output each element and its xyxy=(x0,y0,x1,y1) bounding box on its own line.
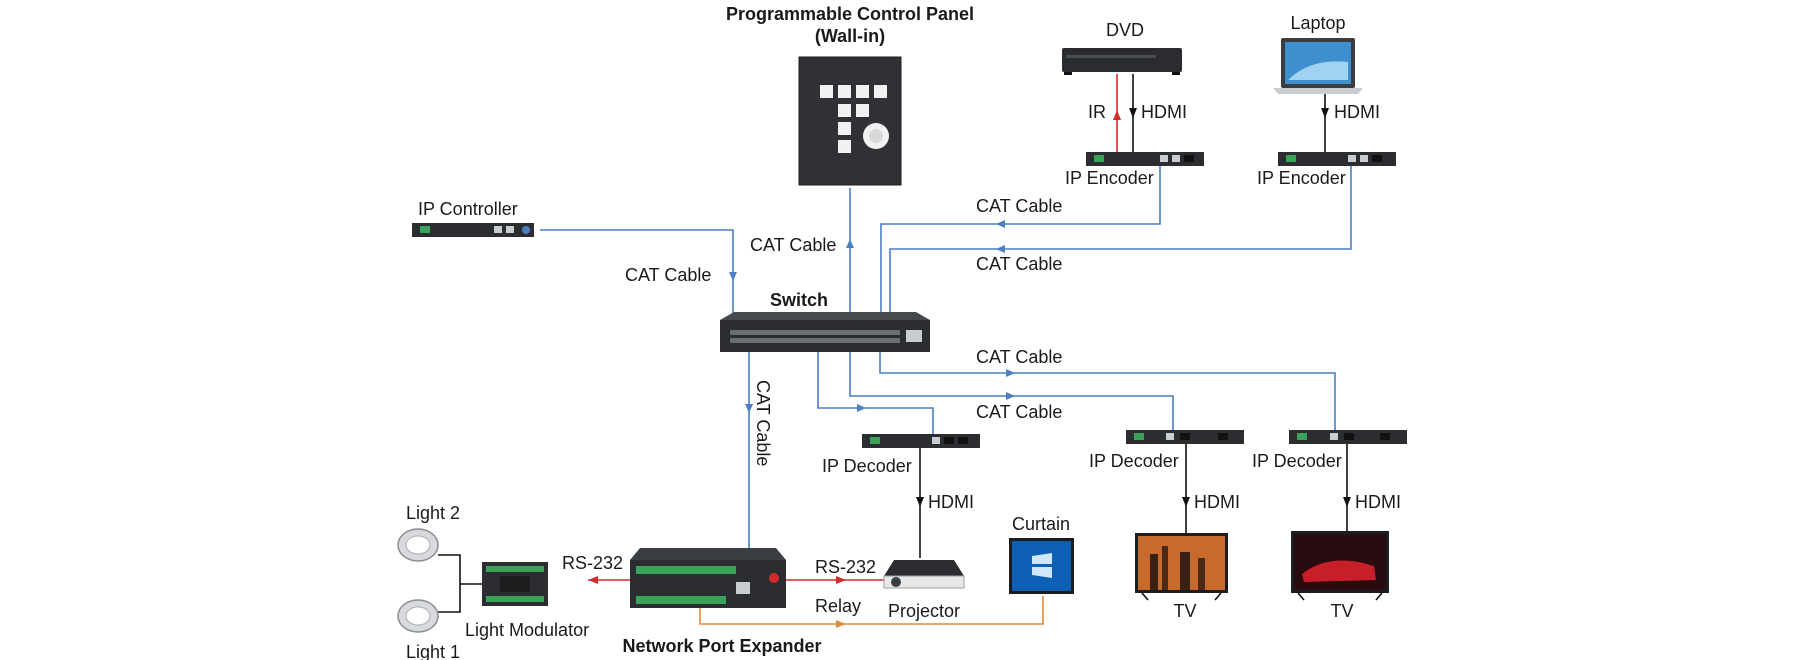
curtain-label: Curtain xyxy=(1012,514,1070,534)
panel-title-line2: (Wall-in) xyxy=(815,26,885,46)
ip-decoder-tv2 xyxy=(1289,430,1407,444)
tv1-label: TV xyxy=(1173,601,1196,621)
tv2-hdmi-label: HDMI xyxy=(1355,492,1401,512)
relay-label: Relay xyxy=(815,596,861,616)
cat-cable-label-4: CAT Cable xyxy=(976,254,1062,274)
cat-cable-label-3: CAT Cable xyxy=(625,265,711,285)
arrow-icon xyxy=(745,404,753,413)
light-1 xyxy=(397,599,439,633)
cat-cable-label-1: CAT Cable xyxy=(976,196,1062,216)
arrow-icon xyxy=(1113,110,1121,120)
arrow-icon xyxy=(588,576,598,584)
arrow-icon xyxy=(996,220,1005,228)
cat-cable-wires xyxy=(540,166,1352,588)
projector-hdmi-label: HDMI xyxy=(928,492,974,512)
light-2 xyxy=(397,528,439,562)
dvd-player xyxy=(1062,48,1182,75)
tv-2 xyxy=(1291,531,1389,601)
rs232-projector-label: RS-232 xyxy=(815,557,876,577)
rs232-light-label: RS-232 xyxy=(562,553,623,573)
light-2-label: Light 2 xyxy=(406,503,460,523)
tv-1 xyxy=(1135,533,1228,601)
arrow-icon xyxy=(1129,108,1137,118)
arrow-icon xyxy=(836,620,846,628)
arrow-icon xyxy=(836,576,846,584)
ip-decoder-tv1-label: IP Decoder xyxy=(1089,451,1179,471)
arrow-icon xyxy=(916,497,924,507)
cat-cable-label-vertical: CAT Cable xyxy=(753,380,773,466)
hdmi-ir-wires xyxy=(916,74,1351,558)
ip-encoder-1-label: IP Encoder xyxy=(1065,168,1154,188)
laptop-label: Laptop xyxy=(1290,13,1345,33)
arrow-icon xyxy=(729,272,737,281)
ip-encoder-1 xyxy=(1086,152,1204,166)
ip-controller-label: IP Controller xyxy=(418,199,518,219)
ip-encoder-2-label: IP Encoder xyxy=(1257,168,1346,188)
cat-cable-label-5: CAT Cable xyxy=(976,347,1062,367)
network-port-expander xyxy=(630,548,786,608)
arrow-icon xyxy=(1006,392,1015,400)
projector-label: Projector xyxy=(888,601,960,621)
arrow-icon xyxy=(1006,369,1015,377)
arrow-icon xyxy=(1321,108,1329,118)
control-panel xyxy=(798,56,902,186)
cat-cable-label-6: CAT Cable xyxy=(976,402,1062,422)
panel-title-line1: Programmable Control Panel xyxy=(726,4,974,24)
dvd-hdmi-label: HDMI xyxy=(1141,102,1187,122)
switch-label: Switch xyxy=(770,290,828,310)
light-modulator-label: Light Modulator xyxy=(465,620,589,640)
ip-controller xyxy=(412,223,534,237)
tv1-hdmi-label: HDMI xyxy=(1194,492,1240,512)
ip-decoder-projector xyxy=(862,434,980,448)
arrow-icon xyxy=(1343,497,1351,507)
network-port-expander-label: Network Port Expander xyxy=(622,636,821,656)
light-1-label: Light 1 xyxy=(406,642,460,660)
ip-encoder-2 xyxy=(1278,152,1396,166)
arrow-icon xyxy=(1182,497,1190,507)
ip-decoder-projector-label: IP Decoder xyxy=(822,456,912,476)
arrow-icon xyxy=(857,404,866,412)
ip-decoder-tv2-label: IP Decoder xyxy=(1252,451,1342,471)
laptop xyxy=(1273,38,1363,94)
light-modulator xyxy=(482,562,548,606)
arrow-icon xyxy=(996,245,1005,253)
laptop-hdmi-label: HDMI xyxy=(1334,102,1380,122)
cat-cable-label-2: CAT Cable xyxy=(750,235,836,255)
ir-label: IR xyxy=(1088,102,1106,122)
tv2-label: TV xyxy=(1330,601,1353,621)
dvd-label: DVD xyxy=(1106,20,1144,40)
arrow-icon xyxy=(846,239,854,248)
ip-decoder-tv1 xyxy=(1126,430,1244,444)
network-switch xyxy=(720,312,930,352)
projector xyxy=(883,560,965,589)
curtain-screen xyxy=(1009,538,1074,594)
rs232-relay-wires xyxy=(438,554,1044,628)
